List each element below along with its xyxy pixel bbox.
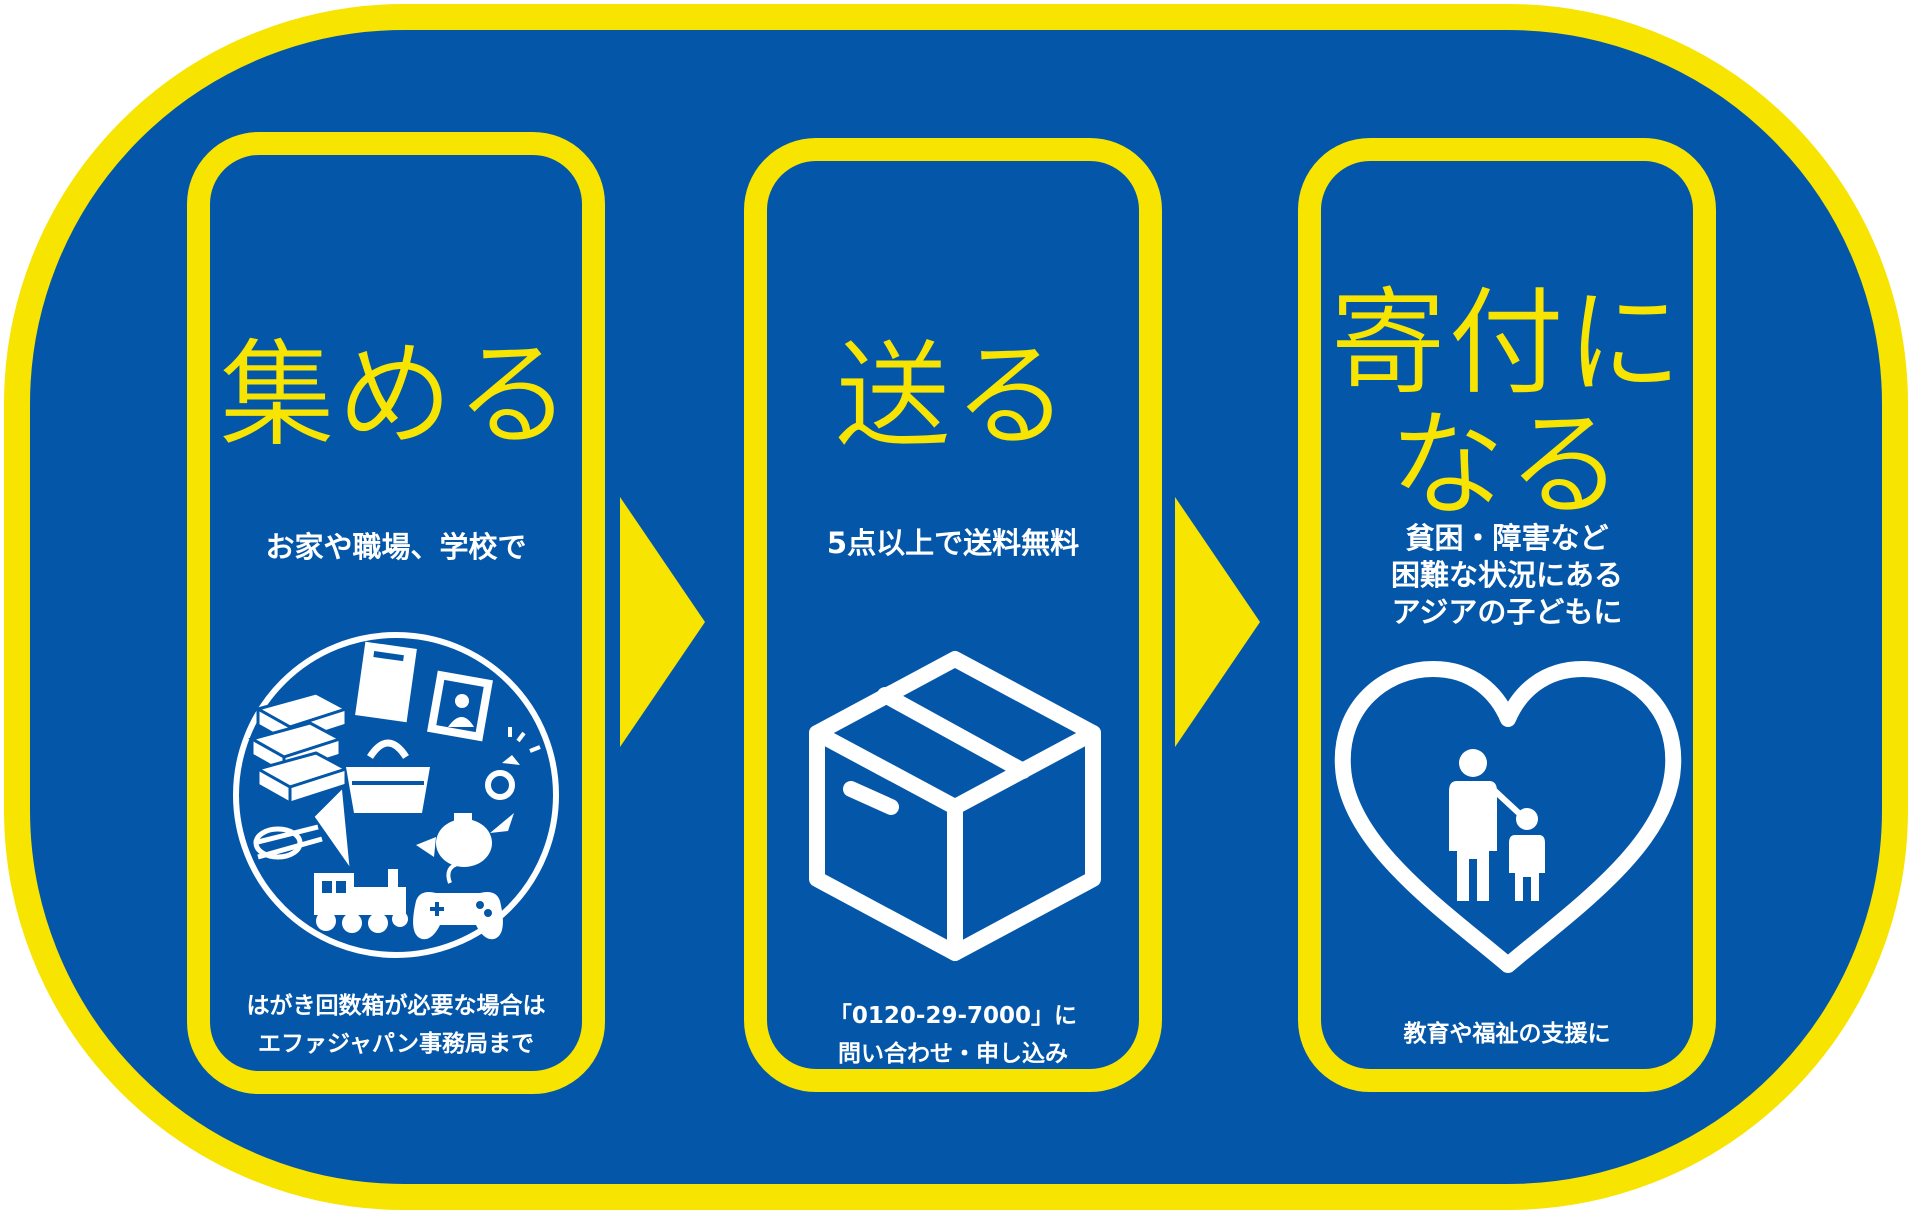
- stamp-icon: [427, 671, 493, 742]
- step-subtitle: 貧困・障害など 困難な状況にある アジアの子どもに: [1321, 520, 1693, 631]
- books-icon: [252, 693, 346, 803]
- step-card-send: 送る 5点以上で送料無料 「0120-29-7000」に 問い合わせ・申し込み: [744, 138, 1162, 1092]
- arrow-right-icon: [1175, 497, 1260, 747]
- trumpet-icon: [254, 795, 346, 857]
- train-icon: [314, 869, 408, 933]
- step-note: はがき回数箱が必要な場合は エファジャパン事務局まで: [210, 987, 582, 1063]
- teapot-icon: [416, 813, 514, 867]
- step-title: 送る: [767, 339, 1139, 455]
- collected-items-icon: [218, 617, 574, 973]
- handbag-icon: [346, 743, 430, 813]
- game-controller-icon: [413, 863, 503, 939]
- step-subtitle: 5点以上で送料無料: [767, 525, 1139, 562]
- step-note: 「0120-29-7000」に 問い合わせ・申し込み: [767, 997, 1139, 1073]
- heart-parent-child-icon: [1327, 655, 1689, 985]
- arrow-right-icon: [620, 497, 705, 747]
- step-card-donate: 寄付に なる 貧困・障害など 困難な状況にある アジアの子どもに 教育や福祉の支…: [1298, 138, 1716, 1092]
- step-card-collect: 集める お家や職場、学校で: [187, 132, 605, 1094]
- step-subtitle: お家や職場、学校で: [210, 529, 582, 566]
- cardboard-box-icon: [793, 647, 1117, 967]
- postcard-icon: [355, 642, 417, 723]
- parent-child-icon: [1449, 749, 1545, 901]
- step-title: 集める: [210, 338, 582, 454]
- ring-icon: [488, 727, 540, 797]
- step-note: 教育や福祉の支援に: [1321, 1015, 1693, 1053]
- step-title: 寄付に なる: [1321, 283, 1693, 527]
